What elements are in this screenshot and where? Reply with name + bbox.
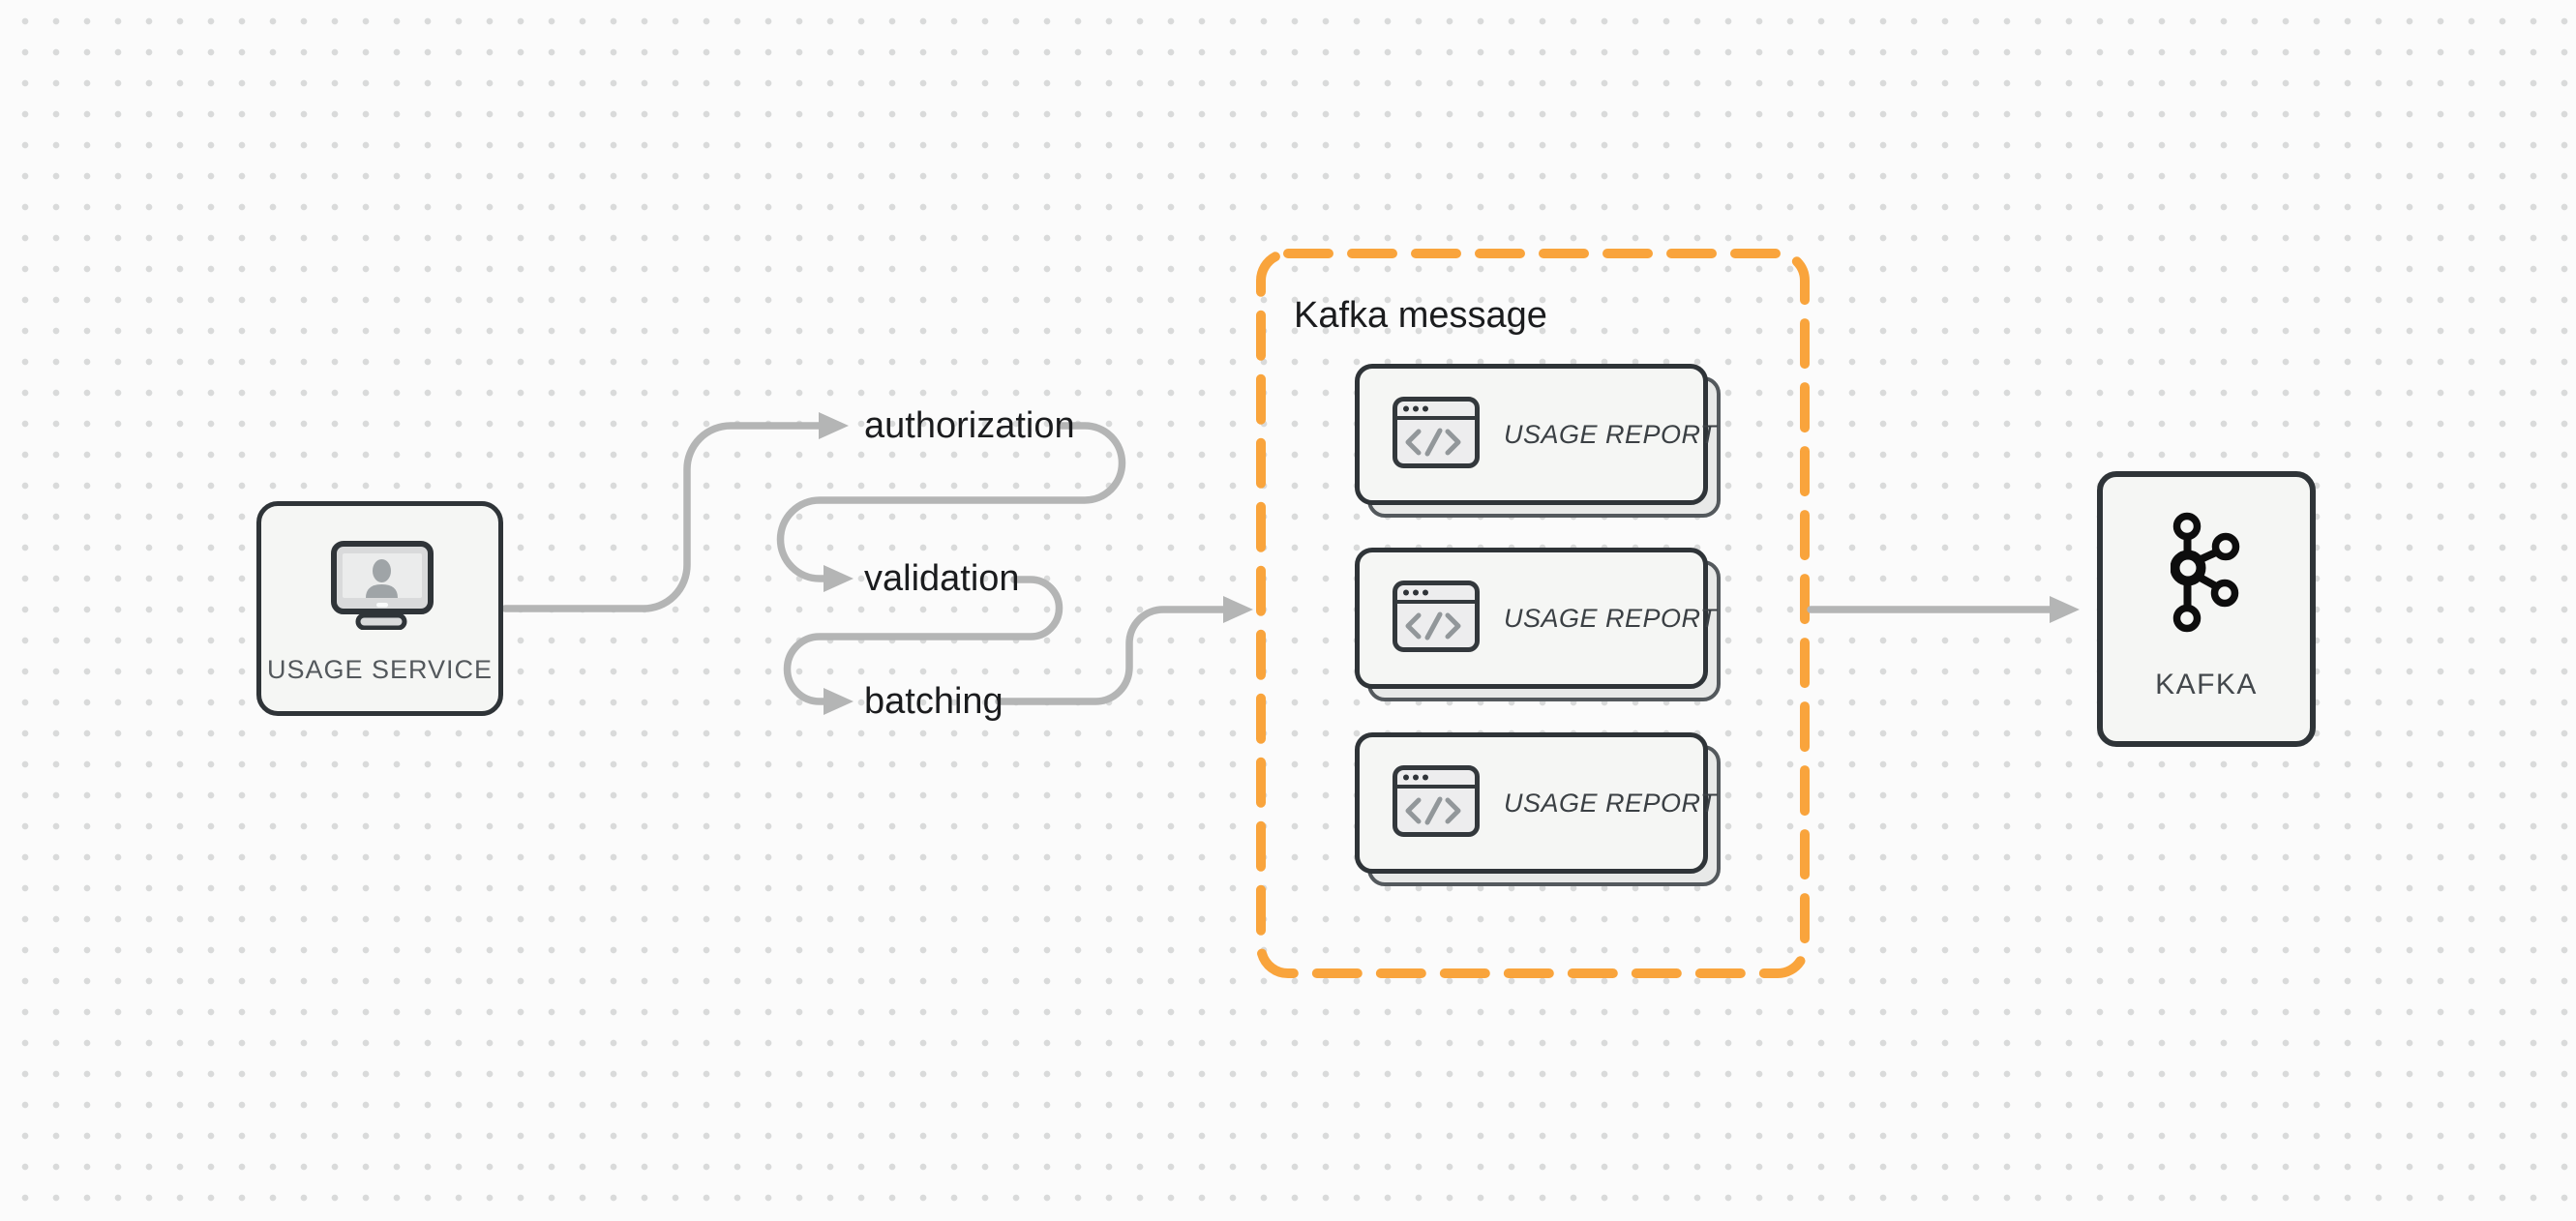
- usage-service-label: USAGE SERVICE: [266, 655, 494, 684]
- code-window-icon: [1393, 580, 1480, 657]
- card-front: USAGE REPORT: [1355, 364, 1717, 505]
- kafka-label: KAFKA: [2155, 669, 2258, 700]
- usage-report-card: USAGE REPORT: [1355, 548, 1721, 701]
- card-front: USAGE REPORT: [1355, 732, 1717, 874]
- pipeline-step-batching: batching: [864, 681, 1003, 722]
- usage-report-card: USAGE REPORT: [1355, 364, 1721, 518]
- monitor-user-icon: [331, 541, 434, 635]
- kafka-logo-icon: [2170, 510, 2243, 638]
- pipeline-step-validation: validation: [864, 558, 1020, 599]
- usage-report-label: USAGE REPORT: [1504, 788, 1718, 818]
- code-window-icon: [1393, 764, 1480, 842]
- pipeline-step-authorization: authorization: [864, 405, 1075, 446]
- usage-report-label: USAGE REPORT: [1504, 603, 1718, 633]
- arrow-usage-service-to-authorization: [501, 412, 849, 612]
- code-window-icon: [1393, 396, 1480, 473]
- kafka-node: KAFKA: [2097, 471, 2316, 747]
- usage-service-node: USAGE SERVICE: [256, 501, 503, 716]
- usage-report-label: USAGE REPORT: [1504, 419, 1718, 449]
- card-front: USAGE REPORT: [1355, 548, 1717, 689]
- kafka-message-group-title: Kafka message: [1294, 295, 1547, 336]
- arrow-authorization-to-validation: [776, 422, 1126, 592]
- usage-report-card: USAGE REPORT: [1355, 732, 1721, 886]
- arrow-batching-to-kafka-message: [995, 596, 1253, 705]
